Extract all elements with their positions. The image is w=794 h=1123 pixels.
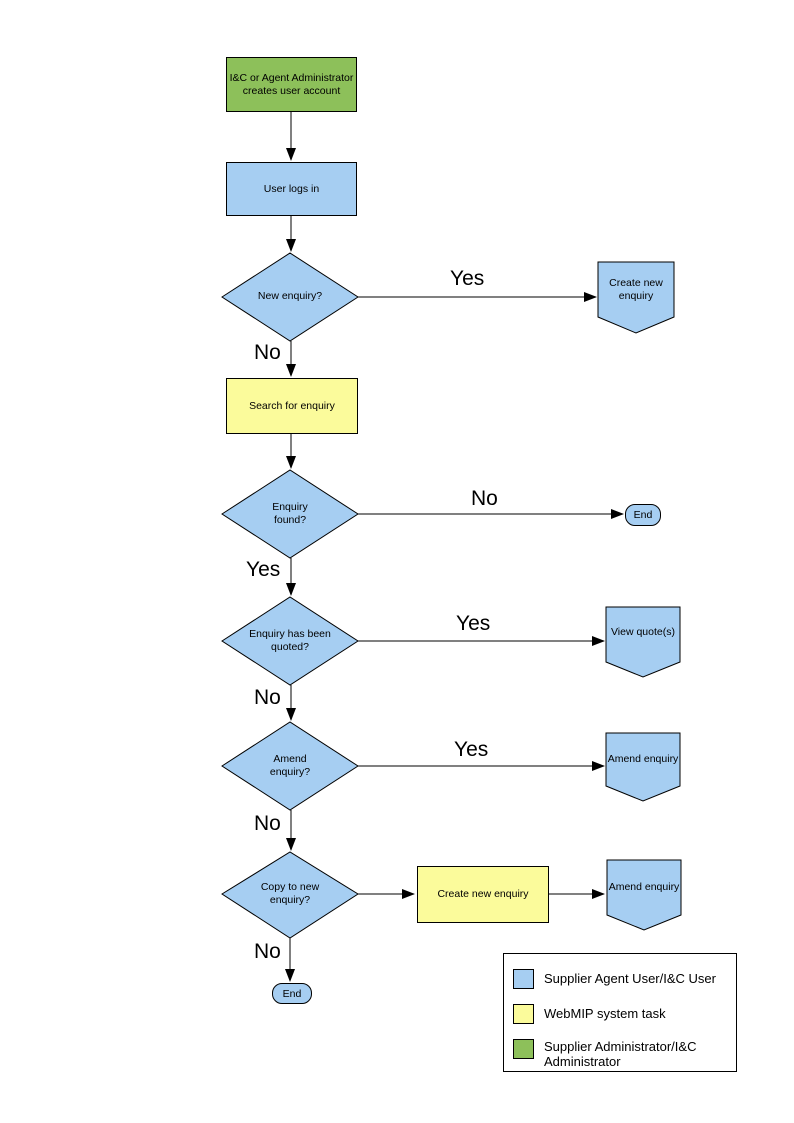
user-logs-in-box: User logs in	[226, 162, 357, 216]
legend-swatch-admin	[513, 1039, 534, 1059]
amend-enquiry-2-label: Amend enquiry	[608, 881, 680, 893]
edge-label-yes-quoted: Yes	[456, 612, 491, 635]
amend-enquiry-pentagon	[605, 732, 681, 802]
edge-label-no-quoted: No	[254, 686, 281, 709]
end-terminator-2: End	[272, 983, 312, 1004]
edge-label-no-enquiry-found: No	[471, 487, 498, 510]
edge-label-yes-amend: Yes	[454, 738, 489, 761]
edge-label-yes-enquiry-found: Yes	[246, 558, 281, 581]
enquiry-quoted-label: Enquiry has been quoted?	[249, 628, 331, 653]
end-terminator-1: End	[625, 504, 661, 526]
search-for-enquiry-box: Search for enquiry	[226, 378, 358, 434]
legend-label-user: Supplier Agent User/I&C User	[544, 971, 716, 986]
legend-label-admin: Supplier Administrator/I&C Administrator	[544, 1039, 697, 1069]
edge-label-yes-new-enquiry: Yes	[450, 267, 485, 290]
view-quotes-pentagon	[605, 606, 681, 678]
amend-enquiry-q-label: Amend enquiry?	[269, 753, 311, 778]
edge-label-no-amend: No	[254, 812, 281, 835]
legend-label-system: WebMIP system task	[544, 1006, 666, 1021]
edge-label-no-copy: No	[254, 940, 281, 963]
create-new-enquiry-pentagon-label: Create new enquiry	[609, 277, 663, 302]
create-new-enquiry-box: Create new enquiry	[417, 866, 549, 923]
amend-enquiry-label: Amend enquiry	[607, 753, 679, 765]
legend: Supplier Agent User/I&C User WebMIP syst…	[503, 953, 737, 1072]
view-quotes-label: View quote(s)	[610, 626, 675, 638]
legend-swatch-system	[513, 1004, 534, 1024]
copy-to-new-label: Copy to new enquiry?	[260, 881, 320, 906]
enquiry-found-label: Enquiry found?	[272, 501, 308, 526]
legend-swatch-user	[513, 969, 534, 989]
amend-enquiry-pentagon-2	[606, 859, 682, 931]
new-enquiry-label: New enquiry?	[257, 290, 323, 302]
create-account-box: I&C or Agent Administrator creates user …	[226, 57, 357, 112]
edge-label-no-new-enquiry: No	[254, 341, 281, 364]
